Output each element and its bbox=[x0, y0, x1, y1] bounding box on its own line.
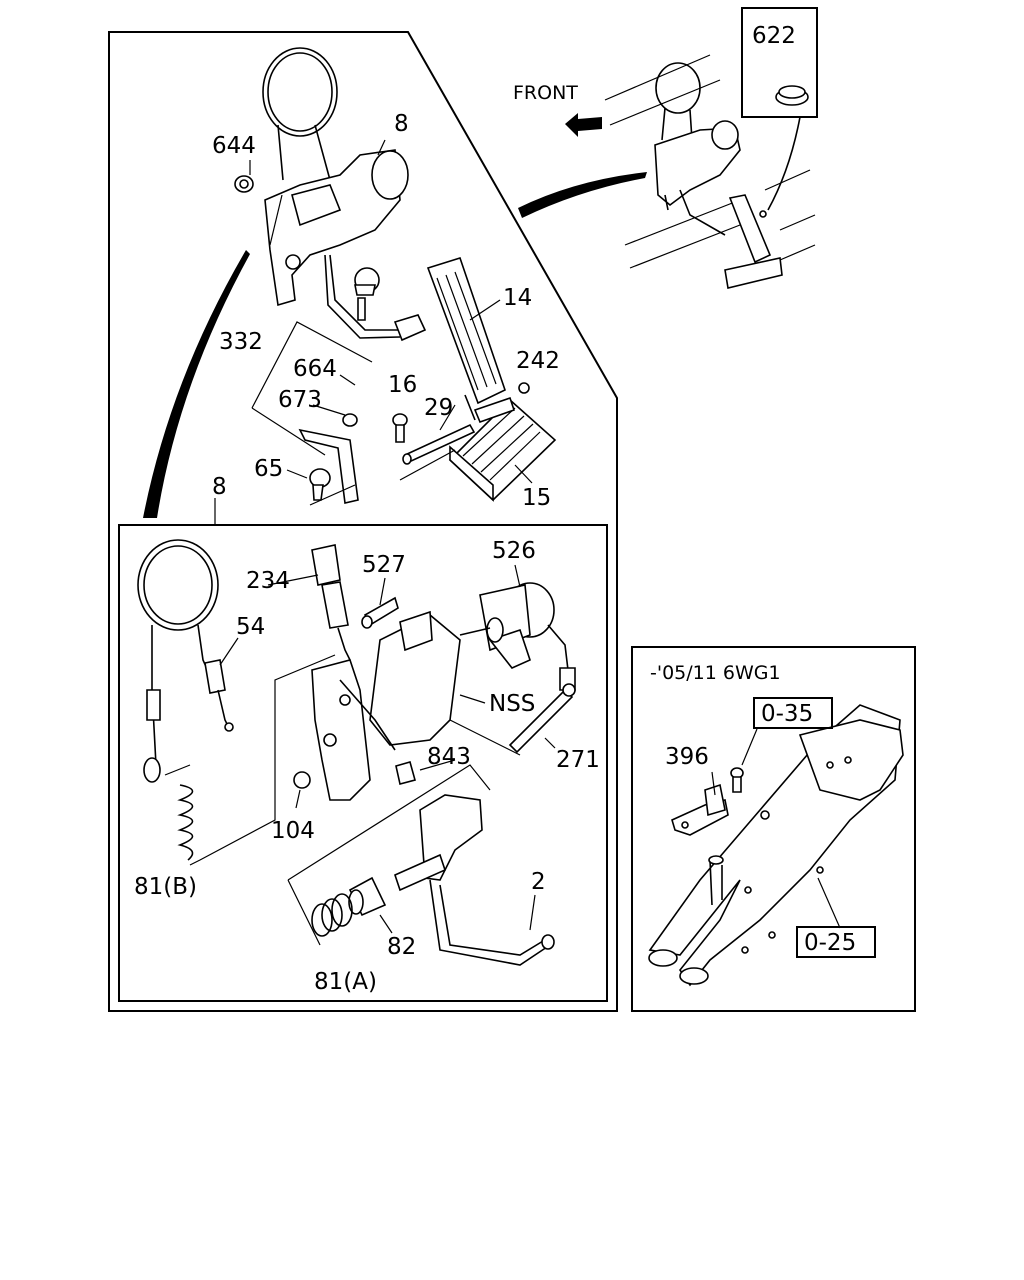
label-104: 104 bbox=[271, 818, 315, 844]
label-2: 2 bbox=[531, 869, 546, 895]
label-843: 843 bbox=[427, 744, 471, 770]
label-front: FRONT bbox=[513, 82, 578, 104]
label-15: 15 bbox=[522, 485, 551, 511]
label-81a: 81(A) bbox=[314, 969, 377, 995]
label-14: 14 bbox=[503, 285, 532, 311]
spring-81b bbox=[177, 784, 194, 861]
pedal-base-15 bbox=[448, 396, 557, 502]
cable-54 bbox=[137, 539, 234, 783]
pointer-arrow-left bbox=[143, 250, 250, 518]
label-date-note: -'05/11 6WG1 bbox=[650, 662, 781, 684]
label-82: 82 bbox=[387, 934, 416, 960]
subassembly-box bbox=[118, 524, 608, 1002]
part-843 bbox=[395, 761, 416, 785]
label-242: 242 bbox=[516, 348, 560, 374]
label-8-top: 8 bbox=[394, 111, 409, 137]
washer-104 bbox=[293, 771, 311, 789]
sleeve-82 bbox=[348, 876, 387, 917]
label-332: 332 bbox=[219, 329, 263, 355]
label-54: 54 bbox=[236, 614, 265, 640]
label-396: 396 bbox=[665, 744, 709, 770]
pin-29 bbox=[402, 423, 476, 465]
label-0-25: 0-25 bbox=[804, 930, 856, 956]
label-527: 527 bbox=[362, 552, 406, 578]
bolt-16 bbox=[392, 413, 408, 443]
main-bracket bbox=[311, 610, 461, 801]
ref-0-35-box bbox=[753, 697, 833, 729]
label-81b: 81(B) bbox=[134, 874, 197, 900]
pin-271 bbox=[508, 683, 576, 754]
bolt-0-35 bbox=[730, 767, 744, 793]
intake-pipe-0-25 bbox=[648, 704, 904, 987]
bolt-65 bbox=[309, 468, 331, 501]
label-271: 271 bbox=[556, 747, 600, 773]
bolt-527 bbox=[361, 596, 399, 629]
front-arrow bbox=[565, 113, 602, 137]
grommet-622 bbox=[775, 85, 809, 106]
ref-0-25-box bbox=[796, 926, 876, 958]
label-526: 526 bbox=[492, 538, 536, 564]
label-644: 644 bbox=[212, 133, 256, 159]
inset-622-box bbox=[741, 7, 818, 118]
overview-assembly bbox=[604, 54, 816, 289]
pointer-arrow-top bbox=[518, 172, 647, 218]
connector-234 bbox=[311, 544, 351, 661]
label-664: 664 bbox=[293, 356, 337, 382]
spring-81a bbox=[311, 893, 353, 937]
label-234: 234 bbox=[246, 568, 290, 594]
label-nss: NSS bbox=[489, 691, 535, 717]
label-0-35: 0-35 bbox=[761, 701, 813, 727]
label-8-mid: 8 bbox=[212, 474, 227, 500]
label-16: 16 bbox=[388, 372, 417, 398]
label-65: 65 bbox=[254, 456, 283, 482]
main-frame bbox=[108, 31, 618, 1012]
washer-242 bbox=[518, 382, 530, 394]
accelerator-assembly-8 bbox=[262, 47, 427, 342]
bracket-396 bbox=[671, 783, 729, 836]
solenoid-526 bbox=[459, 582, 576, 691]
label-29: 29 bbox=[424, 395, 453, 421]
inset-6wg1-box bbox=[631, 646, 916, 1012]
pedal-14 bbox=[426, 257, 506, 421]
nut-644 bbox=[234, 175, 254, 193]
label-622: 622 bbox=[752, 23, 796, 49]
lever-2 bbox=[394, 794, 555, 966]
label-673: 673 bbox=[278, 387, 322, 413]
bracket-332 bbox=[251, 267, 380, 504]
